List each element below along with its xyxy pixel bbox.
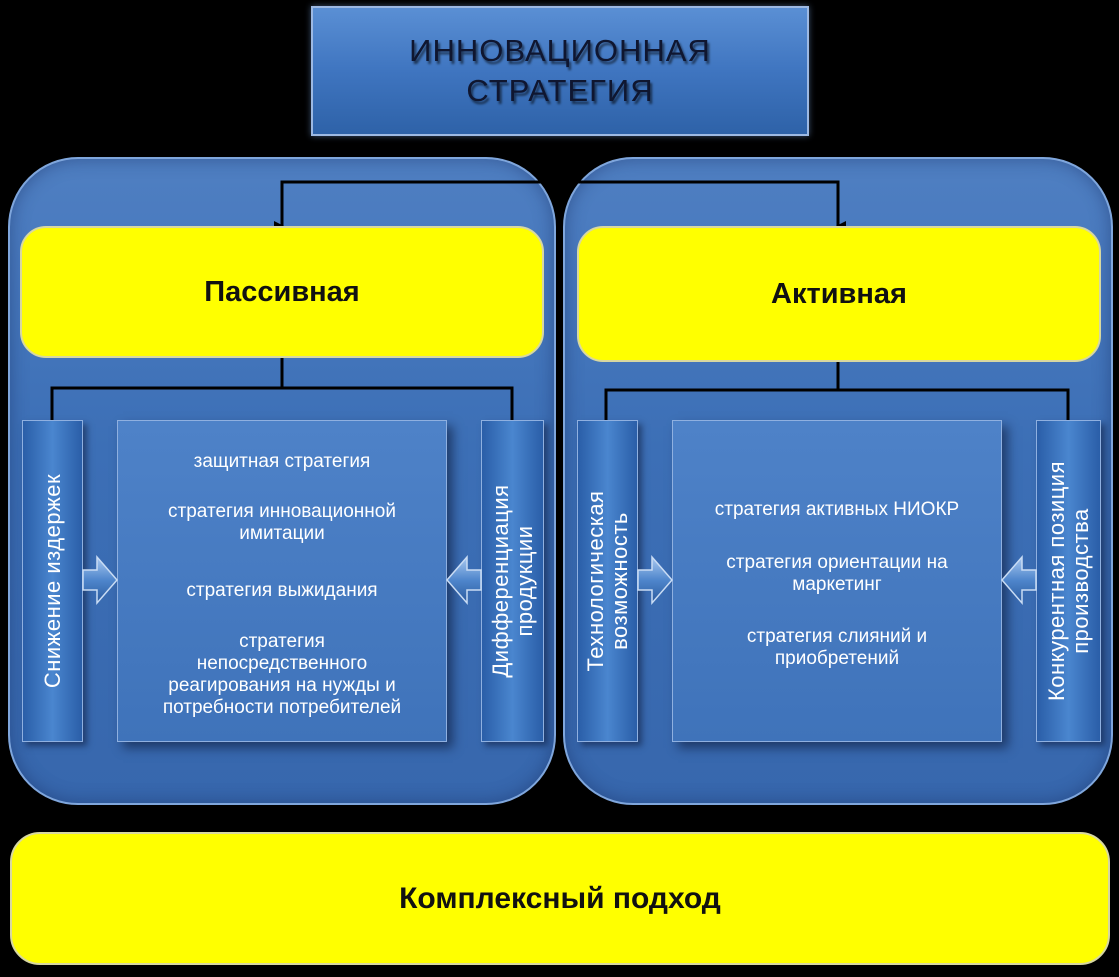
passive-item-reaction-3: реагирования на нужды и (168, 675, 396, 696)
active-item-rnd: стратегия активных НИОКР (714, 499, 960, 520)
passive-item-reaction-2: непосредственного (196, 653, 368, 674)
branch-connector (274, 180, 846, 231)
arrow-right-icon (637, 554, 673, 606)
active-label-box: Активная (577, 226, 1101, 362)
passive-item-reaction-4: потребности потребителей (162, 697, 402, 718)
active-item-marketing-2: маркетинг (792, 574, 882, 595)
active-item-mergers-2: приобретений (774, 648, 900, 669)
passive-strategies-box: защитная стратегия стратегия инновационн… (117, 420, 447, 742)
passive-label-box: Пассивная (20, 226, 544, 358)
title-line-1: ИННОВАЦИОННАЯ (409, 33, 711, 68)
active-label: Активная (771, 277, 907, 310)
integrated-approach-box: Комплексный подход (10, 832, 1110, 965)
active-item-marketing-1: стратегия ориентации на (726, 552, 948, 573)
passive-item-imitation-2: имитации (239, 523, 325, 544)
passive-side-connector (50, 386, 514, 420)
passive-item-waiting: стратегия выжидания (186, 580, 378, 601)
active-strategies-box: стратегия активных НИОКР стратегия ориен… (672, 420, 1002, 742)
product-differentiation-bar: Дифференциация продукции (481, 420, 544, 742)
arrow-right-icon (82, 554, 118, 606)
passive-label: Пассивная (204, 275, 360, 308)
passive-item-imitation-1: стратегия инновационной (168, 501, 396, 522)
arrow-left-icon (446, 554, 482, 606)
title-line-2: СТРАТЕГИЯ (466, 73, 654, 108)
active-side-connector (604, 388, 1070, 420)
cost-reduction-bar: Снижение издержек (22, 420, 83, 742)
passive-item-reaction-1: стратегия (239, 631, 325, 652)
integrated-approach-label: Комплексный подход (399, 881, 721, 915)
strategy-title-box: ИННОВАЦИОННАЯ СТРАТЕГИЯ (311, 6, 809, 136)
passive-item-defensive: защитная стратегия (193, 451, 371, 472)
technological-capability-bar: Технологическая возможность (577, 420, 638, 742)
active-item-mergers-1: стратегия слияний и (746, 626, 928, 647)
arrow-left-icon (1001, 554, 1037, 606)
